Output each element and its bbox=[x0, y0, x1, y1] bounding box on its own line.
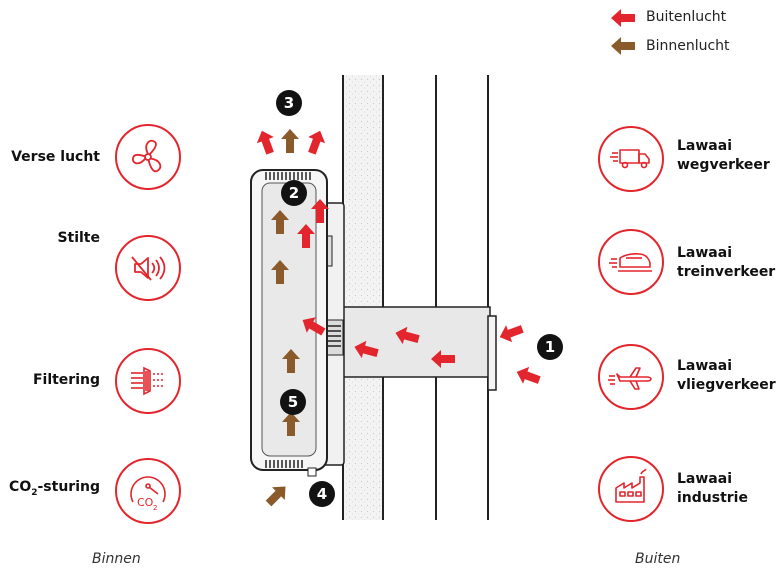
filter-icon bbox=[115, 348, 181, 414]
truck-icon bbox=[598, 126, 664, 192]
outside-air-arrow bbox=[354, 340, 379, 359]
outside-air-arrow bbox=[256, 130, 274, 155]
duct bbox=[329, 306, 497, 391]
caption-inside: Binnen bbox=[92, 551, 141, 567]
step-badge-2: 2 bbox=[281, 180, 307, 206]
step-badge-5: 5 bbox=[280, 389, 306, 415]
airplane-icon bbox=[598, 344, 664, 410]
outside-air-arrow bbox=[431, 350, 455, 368]
co2-gauge-icon: CO 2 bbox=[115, 458, 181, 524]
legend-outside-air-label: Buitenlucht bbox=[646, 9, 727, 25]
inside-air-arrow bbox=[265, 486, 286, 507]
legend-inside-air-arrow bbox=[611, 37, 635, 55]
feature-label-filtering: Filtering bbox=[32, 372, 100, 388]
factory-icon bbox=[598, 456, 664, 522]
outside-air-arrow bbox=[297, 224, 315, 248]
inside-air-arrow bbox=[271, 260, 289, 284]
outside-air-arrow bbox=[308, 130, 326, 155]
step-badge-3: 3 bbox=[276, 90, 302, 116]
outside-air-arrow bbox=[302, 317, 326, 336]
feature-label-fresh-air: Verse lucht bbox=[11, 149, 100, 165]
train-icon bbox=[598, 229, 664, 295]
legend-inside-air-label: Binnenlucht bbox=[646, 38, 730, 54]
inside-air-arrows bbox=[265, 129, 300, 507]
outside-air-arrows bbox=[256, 130, 541, 384]
feature-label-silence: Stilte bbox=[57, 230, 100, 246]
outside-air-arrow bbox=[395, 326, 420, 345]
inside-air-arrow bbox=[271, 210, 289, 234]
step-badge-1: 1 bbox=[537, 334, 563, 360]
feature-label-co2-control: CO2-sturing bbox=[9, 479, 100, 498]
fan-icon bbox=[115, 124, 181, 190]
step-badge-4: 4 bbox=[309, 481, 335, 507]
caption-outside: Buiten bbox=[635, 551, 681, 567]
inside-air-arrow bbox=[282, 349, 300, 373]
inside-air-arrow bbox=[282, 412, 300, 436]
svg-text:2: 2 bbox=[153, 504, 157, 512]
wall bbox=[342, 75, 489, 520]
legend-outside-air-arrow bbox=[611, 9, 635, 27]
outside-air-arrow bbox=[311, 199, 329, 223]
inside-air-arrow bbox=[281, 129, 299, 153]
speaker-mute-icon bbox=[115, 235, 181, 301]
svg-text:CO: CO bbox=[137, 496, 154, 509]
outside-air-arrow bbox=[516, 366, 541, 384]
outside-air-arrow bbox=[499, 325, 524, 343]
